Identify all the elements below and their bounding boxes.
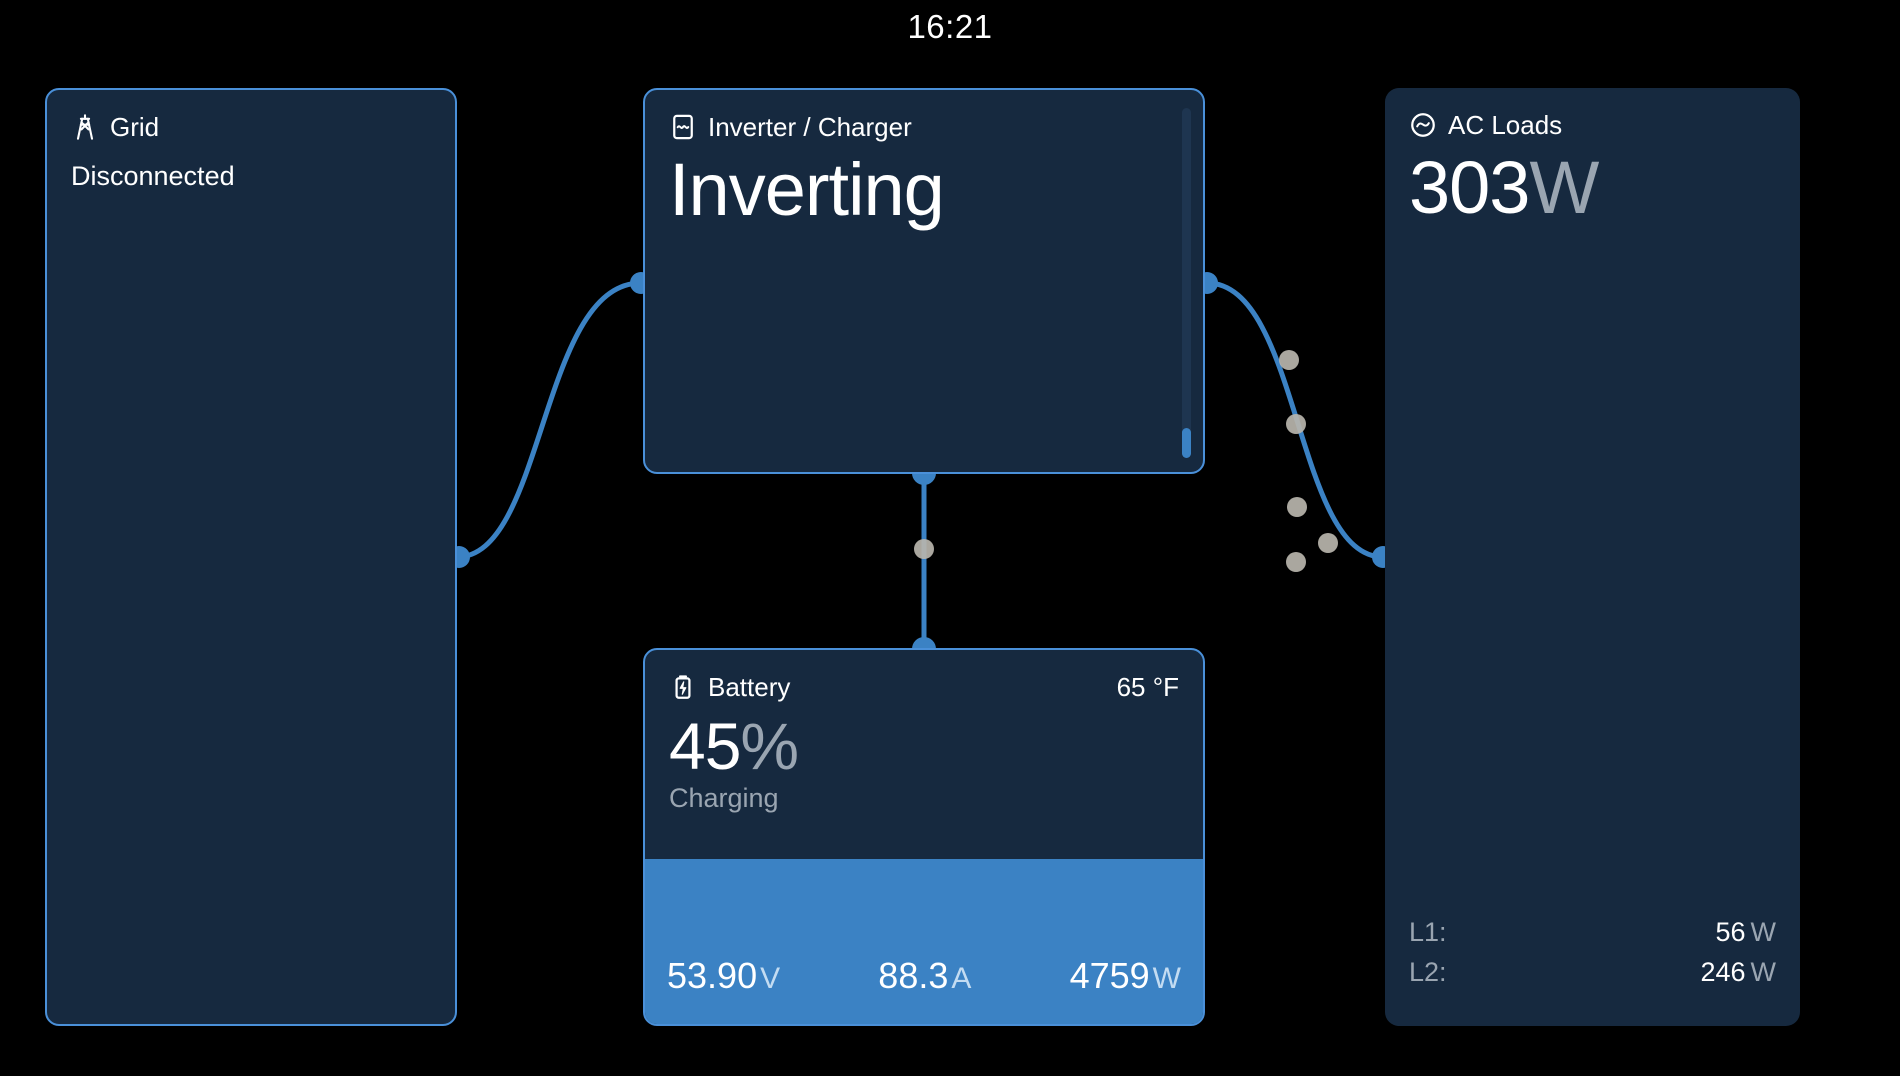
battery-temperature: 65 °F [1116, 672, 1179, 702]
ac-loads-line-unit: W [1750, 957, 1776, 987]
flow-dot [1287, 497, 1307, 517]
grid-panel[interactable]: Grid Disconnected [45, 88, 457, 1026]
battery-charging-icon [675, 675, 691, 699]
battery-power-value: 4759 [1069, 955, 1150, 996]
wire-grid-to-inverter [454, 280, 644, 560]
grid-panel-title: Grid [110, 112, 160, 142]
inverter-panel-title: Inverter / Charger [708, 112, 912, 142]
ac-loads-panel-title: AC Loads [1448, 110, 1563, 140]
flow-dot [1286, 414, 1306, 434]
flow-dot [914, 539, 934, 559]
battery-soc-row: 45% [645, 702, 1203, 786]
battery-current-value: 88.3 [878, 955, 949, 996]
battery-current-unit: A [951, 962, 972, 995]
ac-loads-line-label: L1: [1409, 917, 1447, 947]
inverter-panel[interactable]: Inverter / Charger Inverting [643, 88, 1205, 474]
transmission-tower-icon [76, 114, 94, 140]
flow-dots-battery [914, 539, 934, 559]
flow-dot [1279, 350, 1299, 370]
battery-soc-unit: % [740, 709, 799, 783]
battery-soc-value: 45 [669, 709, 741, 783]
ac-loads-value-row: 303W [1385, 140, 1800, 232]
clock: 16:21 [907, 8, 993, 45]
inverter-scrollbar[interactable] [1182, 108, 1191, 458]
ac-loads-line-value: 56 [1715, 917, 1746, 947]
battery-panel-header: Battery 65 °F [645, 650, 1203, 702]
inverter-panel-header: Inverter / Charger [645, 90, 1203, 142]
wire-inverter-to-ac-loads [1204, 280, 1386, 560]
battery-panel-title: Battery [708, 672, 791, 702]
battery-voltage-unit: V [760, 962, 781, 995]
ac-loads-panel-header: AC Loads [1385, 88, 1800, 140]
battery-power-unit: W [1152, 962, 1181, 995]
flow-dot [1286, 552, 1306, 572]
ac-loads-value: 303 [1409, 146, 1530, 229]
battery-status: Charging [669, 783, 779, 813]
flow-dot [1318, 533, 1338, 553]
ac-loads-line-label: L2: [1409, 957, 1447, 987]
ac-sine-circle-icon [1411, 113, 1435, 137]
flow-dots-ac [1279, 350, 1338, 572]
grid-panel-header: Grid [47, 90, 455, 142]
ac-loads-unit: W [1529, 146, 1599, 229]
inverter-sine-box-icon [673, 114, 693, 140]
battery-voltage-value: 53.90 [667, 955, 758, 996]
inverter-scrollbar-thumb[interactable] [1182, 428, 1191, 458]
ac-loads-line-unit: W [1750, 917, 1776, 947]
grid-status: Disconnected [71, 161, 235, 191]
ac-loads-line-value: 246 [1700, 957, 1746, 987]
inverter-state: Inverting [669, 148, 945, 231]
